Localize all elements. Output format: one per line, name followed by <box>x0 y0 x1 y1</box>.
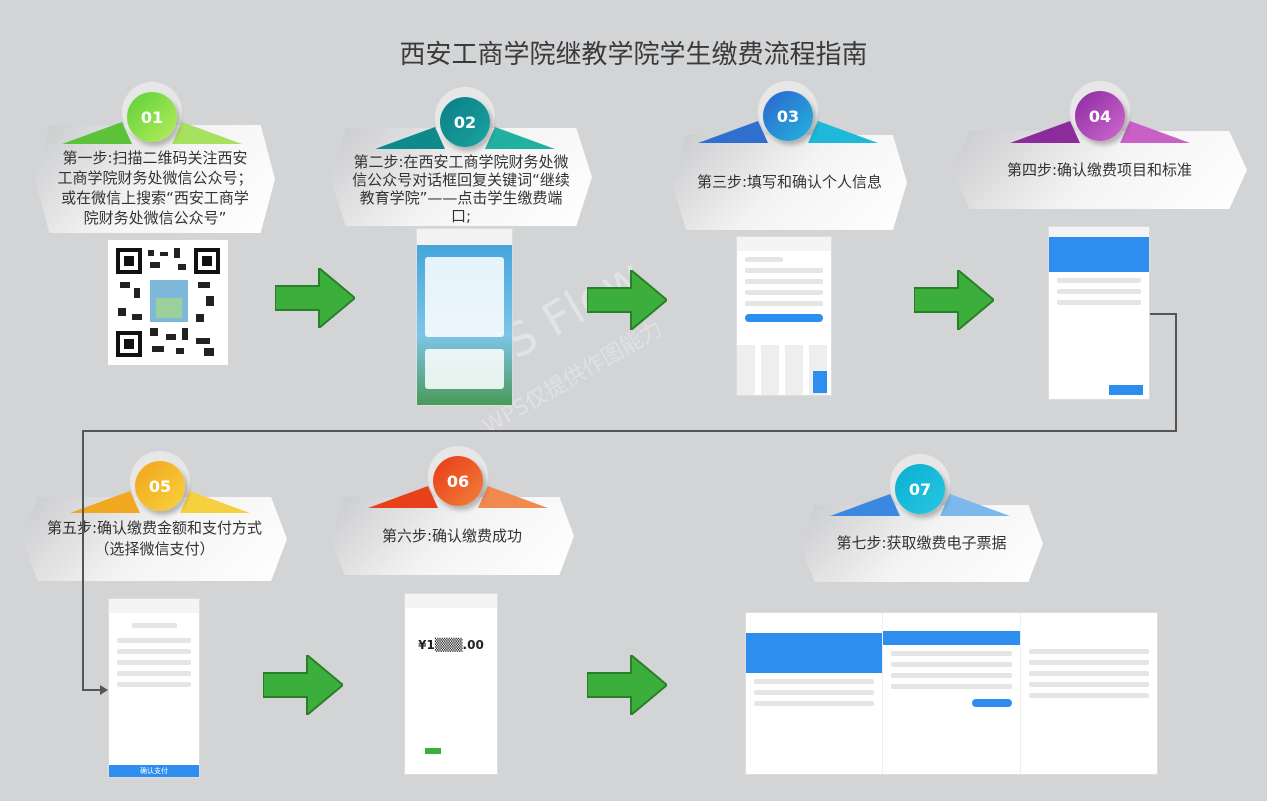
step-4-screenshot <box>1048 226 1150 400</box>
step-5-text: 第五步:确认缴费金额和支付方式（选择微信支付） <box>46 519 263 558</box>
step-1-badge: 01 <box>62 82 242 152</box>
connector-line <box>82 689 102 691</box>
step-4-badge: 04 <box>1010 81 1190 151</box>
step-6-screenshot: ¥1▒▒▒.00 <box>404 593 498 775</box>
connector-line <box>1175 313 1177 431</box>
step-3-badge: 03 <box>698 81 878 151</box>
page-title: 西安工商学院继教学院学生缴费流程指南 <box>399 40 868 70</box>
confirm-pay-button: 确认支付 <box>109 765 199 777</box>
step-6-text: 第六步:确认缴费成功 <box>381 526 523 545</box>
step-7-badge: 07 <box>830 454 1010 524</box>
connector-line <box>82 430 1177 432</box>
arrow-right-icon <box>263 655 343 715</box>
step-7-screenshot <box>745 612 1158 775</box>
step-3-screenshot <box>736 236 832 396</box>
step-2-badge: 02 <box>375 87 555 157</box>
arrow-right-icon <box>587 655 667 715</box>
connector-line <box>82 430 84 690</box>
step-5-screenshot: 确认支付 <box>108 598 200 778</box>
step-2-box: 第二步:在西安工商学院财务处微信公众号对话框回复关键词“继续教育学院”——点击学… <box>330 128 592 226</box>
step-4-box: 第四步:确认缴费项目和标准 <box>952 131 1247 209</box>
step-7-text: 第七步:获取缴费电子票据 <box>836 534 1007 552</box>
connector-line <box>1150 313 1176 315</box>
step-3-box: 第三步:填写和确认个人信息 <box>672 135 907 230</box>
step-2-text: 第二步:在西安工商学院财务处微信公众号对话框回复关键词“继续教育学院”——点击学… <box>352 152 570 225</box>
step-6-box: 第六步:确认缴费成功 <box>330 497 574 575</box>
connector-arrowhead-icon <box>100 685 108 695</box>
step-3-text: 第三步:填写和确认个人信息 <box>696 173 883 191</box>
step-1-text: 第一步:扫描二维码关注西安工商学院财务处微信公众号；或在微信上搜索“西安工商学院… <box>57 149 253 227</box>
pay-amount: ¥1▒▒▒.00 <box>418 638 484 652</box>
step-5-badge: 05 <box>70 451 250 521</box>
step-6-badge: 06 <box>368 446 548 516</box>
arrow-right-icon <box>275 268 355 328</box>
step-4-text: 第四步:确认缴费项目和标准 <box>1006 160 1193 179</box>
step-7-box: 第七步:获取缴费电子票据 <box>800 505 1043 582</box>
step-2-screenshot <box>416 228 513 406</box>
arrow-right-icon <box>914 270 994 330</box>
qr-code <box>108 240 228 365</box>
arrow-right-icon <box>587 270 667 330</box>
